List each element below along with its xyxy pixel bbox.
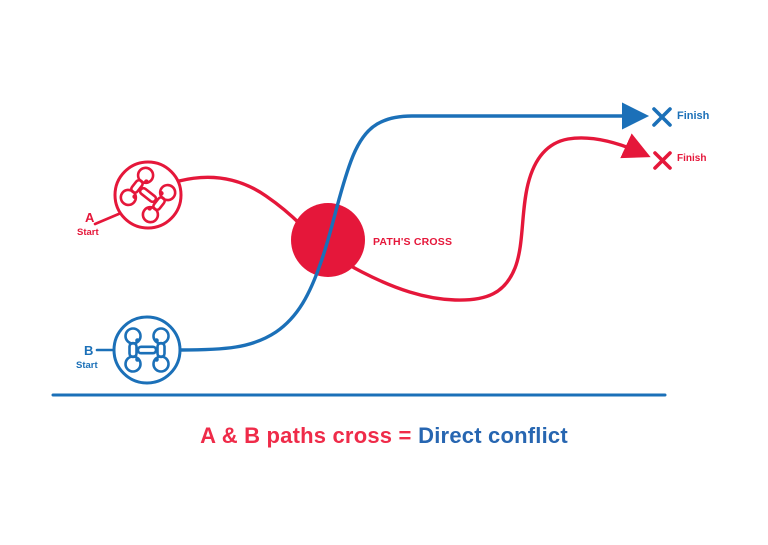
finish-b-x-icon xyxy=(652,107,672,127)
caption-blue-text: Direct conflict xyxy=(418,423,568,448)
drone-a-icon xyxy=(113,160,183,230)
drone-b-icon xyxy=(112,315,182,385)
drone-a-label: A xyxy=(85,210,95,225)
drone-b-start-label: Start xyxy=(76,360,98,371)
caption-red-text: A & B paths cross = xyxy=(200,423,412,448)
finish-a-label: Finish xyxy=(677,153,707,164)
finish-b-label: Finish xyxy=(677,110,710,122)
caption: A & B paths cross =Direct conflict xyxy=(0,423,768,449)
drone-a-start-label: Start xyxy=(77,227,99,238)
drone-a-flight-path xyxy=(177,133,651,302)
drone-b-label: B xyxy=(84,343,94,358)
drone-b-flight-path xyxy=(178,102,650,352)
drone-a-connector xyxy=(93,211,123,226)
paths-cross-label: PATH'S CROSS xyxy=(373,236,453,248)
finish-a-x-icon xyxy=(653,151,672,170)
